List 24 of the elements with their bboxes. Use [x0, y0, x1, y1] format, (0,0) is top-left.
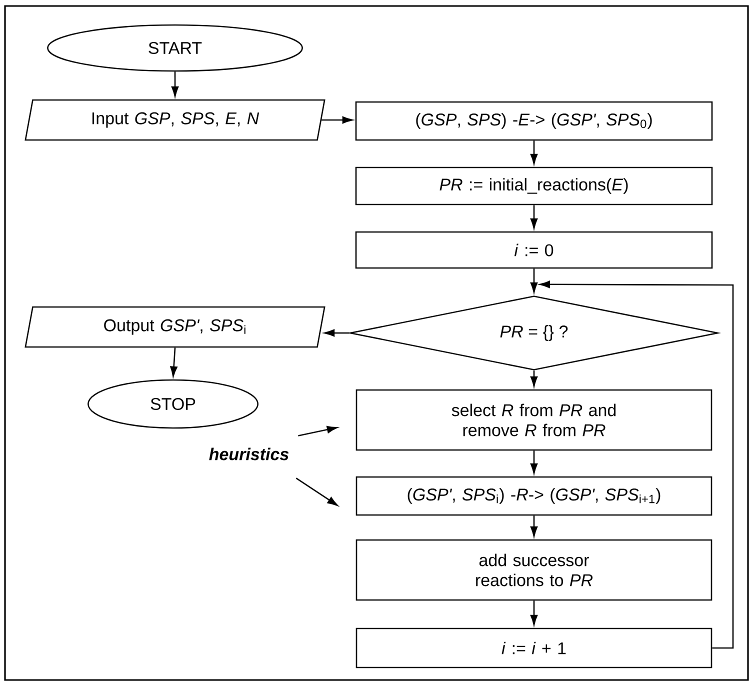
process-box: i := i + 1	[356, 628, 712, 668]
arrow	[324, 329, 350, 337]
annotation-text: heuristics	[209, 448, 289, 460]
arrow	[530, 600, 538, 626]
arrow	[170, 348, 178, 377]
process-box: (GSP, SPS) -E-> (GSP', SPS$_{0}$)	[355, 101, 713, 141]
arrow	[322, 116, 353, 124]
arrow	[540, 280, 734, 649]
process-box: add successor reactions to PR	[356, 539, 712, 601]
arrow	[530, 140, 538, 164]
io-parallelogram: Input GSP, SPS, E, N	[24, 99, 326, 141]
process-box: select R from PR and remove R from PR	[356, 389, 712, 451]
arrow	[298, 426, 338, 436]
io-parallelogram: Output GSP', SPS$_{i}$	[24, 306, 326, 348]
arrow	[530, 268, 538, 293]
arrow	[530, 370, 538, 387]
process-box: (GSP', SPS$_{i}$) -R-> (GSP', SPS$_{i+1}$)	[356, 476, 712, 516]
process-box: i := 0	[355, 231, 713, 269]
process-box: PR := initial_reactions(E)	[355, 166, 713, 206]
arrow	[530, 516, 538, 537]
arrow	[530, 205, 538, 229]
arrow	[530, 450, 538, 474]
arrow	[296, 478, 338, 506]
arrow	[171, 72, 179, 97]
